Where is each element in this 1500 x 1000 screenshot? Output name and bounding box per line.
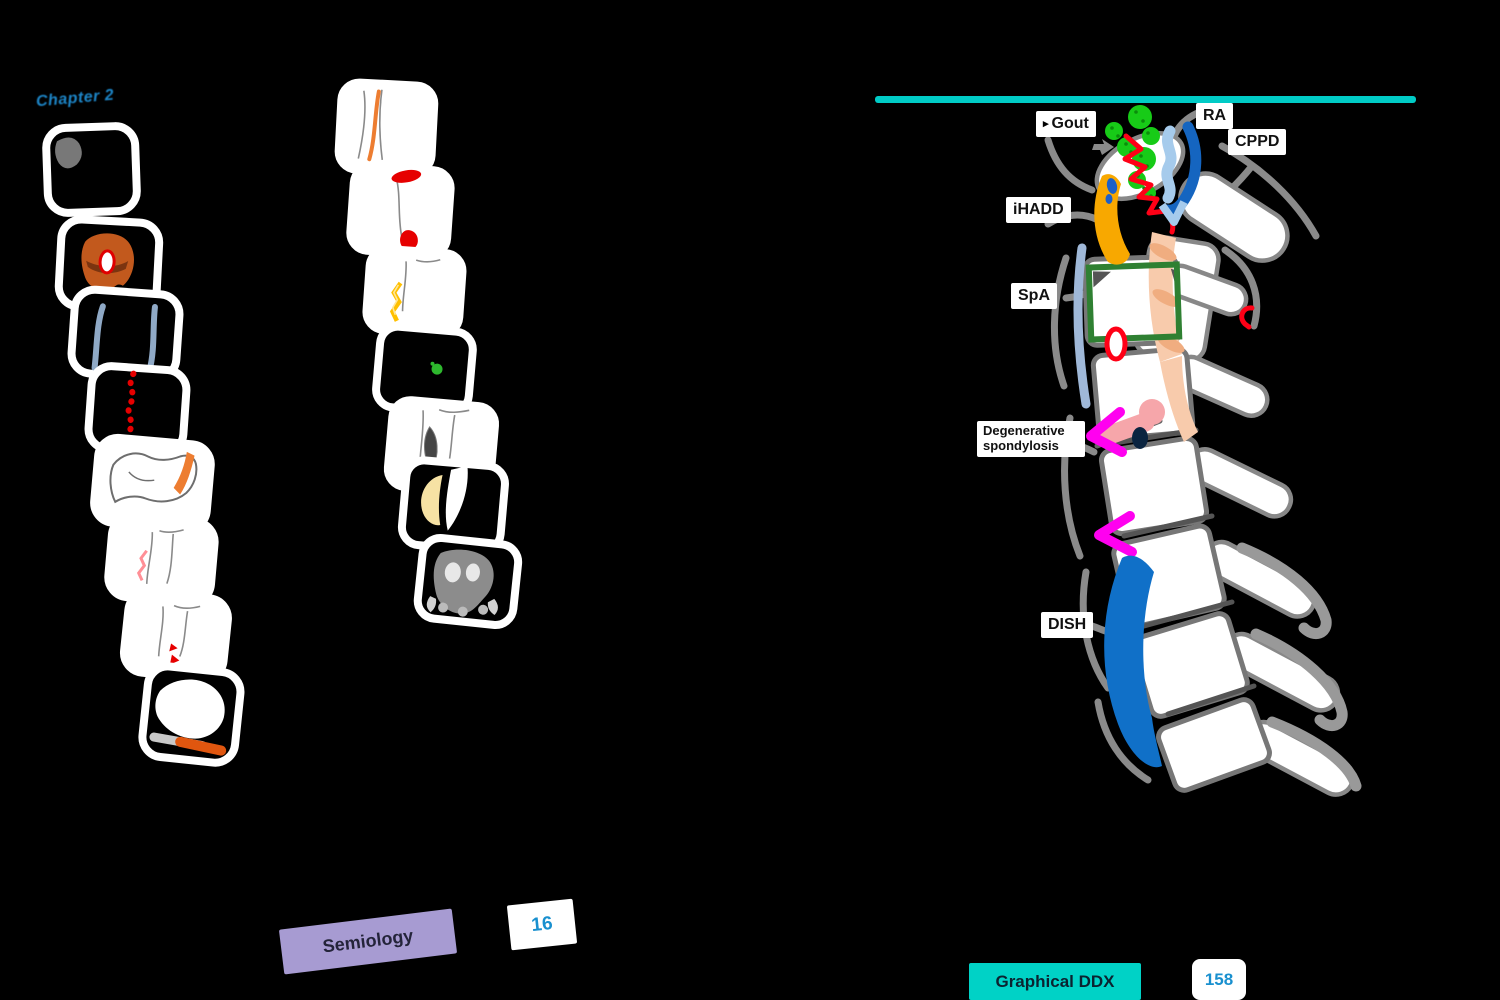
spa-erosion-oval	[1104, 326, 1128, 362]
dish-label: DISH	[1041, 612, 1094, 639]
arrow-right-icon: ▸	[1043, 117, 1049, 130]
graphical-ddx-tab: Graphical DDX	[969, 963, 1141, 1000]
thumbnail-column-1	[42, 122, 245, 767]
gout-label: ▸ Gout	[1036, 111, 1096, 138]
degenerative-findings	[1086, 399, 1165, 557]
cppd-light-chevron	[1158, 200, 1188, 226]
thumbnail-column-2	[334, 78, 523, 630]
cppd-label-text: CPPD	[1235, 133, 1280, 150]
cppd-label: CPPD	[1228, 129, 1287, 156]
thumb-red-endplate-lesions	[346, 161, 455, 260]
spa-label-text: SpA	[1018, 287, 1050, 304]
ihadd-deposit	[1094, 174, 1130, 265]
posterior-hooks	[1236, 542, 1362, 792]
thumb-axial-base-streak	[138, 662, 245, 767]
spa-label: SpA	[1011, 283, 1057, 310]
degenerative-spondylosis-label-text: Degenerative spondylosis	[983, 423, 1065, 453]
cppd-light-band	[1161, 125, 1177, 204]
dish-ossification	[1104, 555, 1162, 768]
gout-label-text: Gout	[1051, 115, 1089, 132]
spa-anterior-strip	[1073, 243, 1091, 409]
right-page-number: 158	[1192, 959, 1246, 1000]
left-page-number: 16	[506, 898, 578, 951]
thumb-gray-axial-vertebra	[413, 533, 523, 630]
thumb-yellow-jagged-line	[362, 245, 467, 338]
ra-label: RA	[1196, 103, 1234, 130]
degenerative-spondylosis-label: Degenerative spondylosis	[977, 421, 1085, 457]
ihadd-label-text: iHADD	[1013, 201, 1064, 218]
section-rule	[875, 96, 1416, 103]
thumb-focal-gray-lesion	[42, 122, 141, 217]
cppd-dark-band	[1162, 121, 1202, 216]
thumb-orange-mass	[54, 215, 164, 314]
facet-erosion-mark	[1239, 305, 1255, 330]
spine-diagram	[1044, 105, 1362, 797]
thumb-orange-anterior-line	[334, 78, 439, 177]
gray-arrow-icon	[1092, 139, 1114, 155]
dish-label-text: DISH	[1048, 616, 1087, 633]
ihadd-label: iHADD	[1006, 197, 1071, 224]
spa-squaring-box	[1085, 261, 1183, 343]
ra-label-text: RA	[1203, 107, 1227, 124]
